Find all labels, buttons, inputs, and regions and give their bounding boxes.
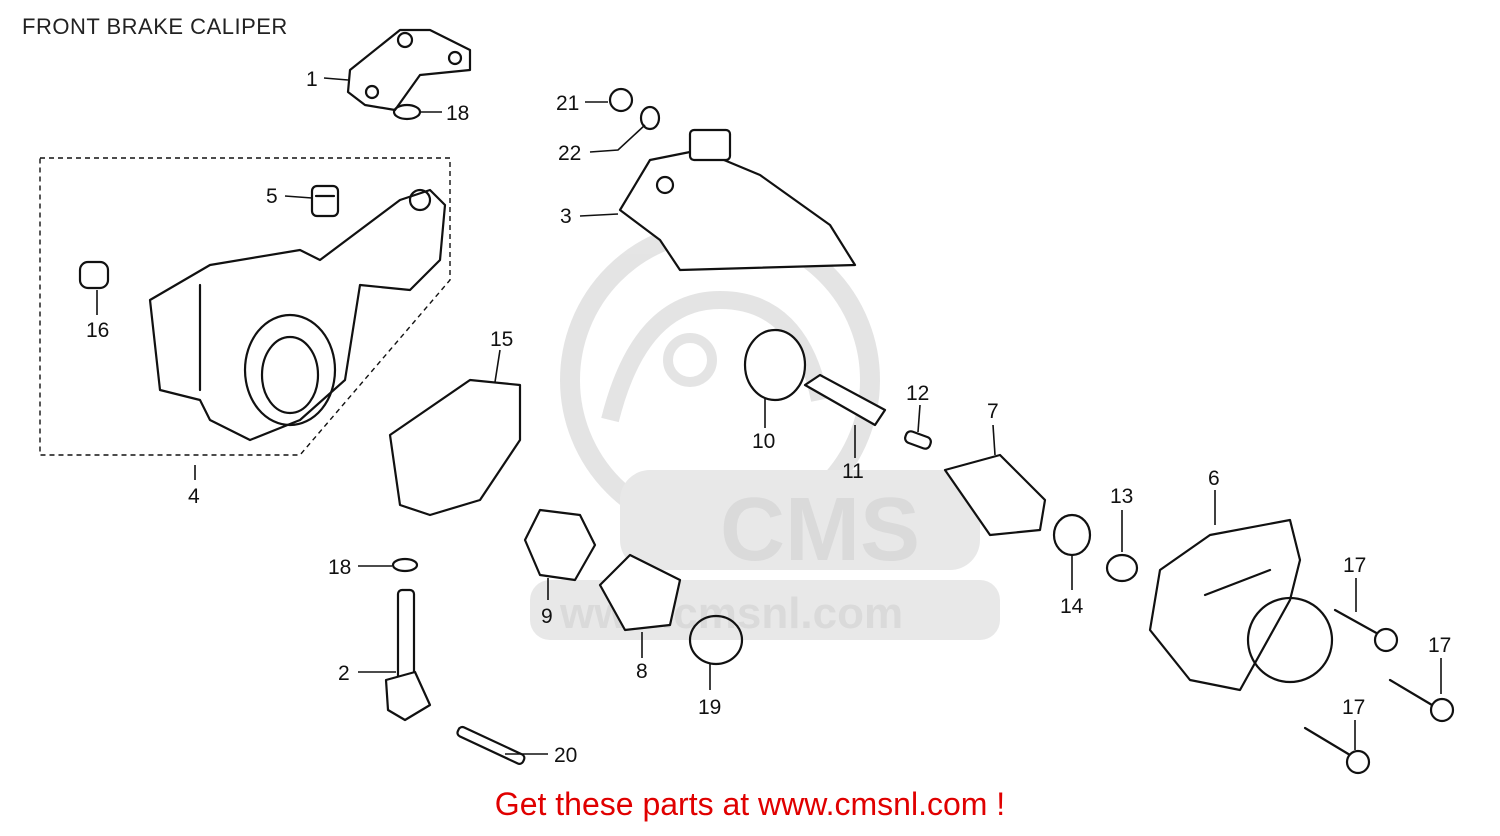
part-15-gasket	[388, 378, 522, 517]
callout-4: 4	[188, 485, 200, 508]
part-21-nut	[608, 87, 634, 113]
footer-link-text[interactable]: Get these parts at www.cmsnl.com !	[494, 786, 1006, 822]
callout-7: 7	[987, 400, 999, 423]
part-9-boot	[523, 508, 597, 582]
callout-11: 11	[842, 460, 864, 483]
callout-13: 13	[1110, 485, 1133, 508]
part-17-bolt-a	[1333, 608, 1399, 653]
part-7-adjuster	[943, 453, 1047, 537]
part-17-bolt-c	[1303, 726, 1371, 775]
callout-22: 22	[558, 142, 581, 165]
part-17-bolt-b	[1388, 678, 1455, 723]
callout-15: 15	[490, 328, 513, 351]
callout-20: 20	[554, 744, 577, 767]
callout-18-top: 18	[446, 102, 469, 125]
callout-9: 9	[541, 605, 553, 628]
callout-21: 21	[556, 92, 579, 115]
part-4-caliper-body	[148, 188, 447, 442]
part-6-caliper-outer	[1148, 518, 1334, 692]
callout-1: 1	[306, 68, 318, 91]
part-3-cover	[618, 128, 857, 272]
assembly-box-4	[39, 157, 451, 456]
callout-5: 5	[266, 185, 278, 208]
part-18-oring-bottom	[391, 557, 419, 573]
callout-14: 14	[1060, 595, 1084, 618]
part-2-slide-pin	[384, 588, 432, 722]
part-19-seal	[688, 614, 744, 666]
part-18-oring-top	[392, 103, 422, 121]
part-8-piston	[598, 553, 682, 632]
part-13-spring	[1105, 553, 1139, 583]
part-10-ring	[743, 328, 807, 402]
callout-17-a: 17	[1343, 554, 1366, 577]
part-1-bracket	[346, 28, 472, 112]
callout-17-b: 17	[1428, 634, 1451, 657]
part-11-shaft	[803, 373, 887, 427]
callout-10: 10	[752, 430, 775, 453]
callout-18-bottom: 18	[328, 556, 351, 579]
callout-19: 19	[698, 696, 721, 719]
leader-lines	[96, 77, 1442, 755]
callout-3: 3	[560, 205, 572, 228]
part-16-cap	[78, 260, 110, 290]
callout-12: 12	[906, 382, 929, 405]
callout-16: 16	[86, 319, 109, 342]
callout-6: 6	[1208, 467, 1220, 490]
part-5-bleeder	[310, 184, 340, 218]
callout-2: 2	[338, 662, 350, 685]
part-20-pin	[456, 725, 526, 765]
callout-17-c: 17	[1342, 696, 1365, 719]
part-14-cap	[1052, 513, 1092, 557]
callout-8: 8	[636, 660, 648, 683]
part-22-washer	[639, 105, 661, 131]
watermark-logo-text: CMS	[720, 480, 920, 580]
page-title: FRONT BRAKE CALIPER	[22, 14, 288, 39]
part-12-pin	[904, 430, 932, 450]
